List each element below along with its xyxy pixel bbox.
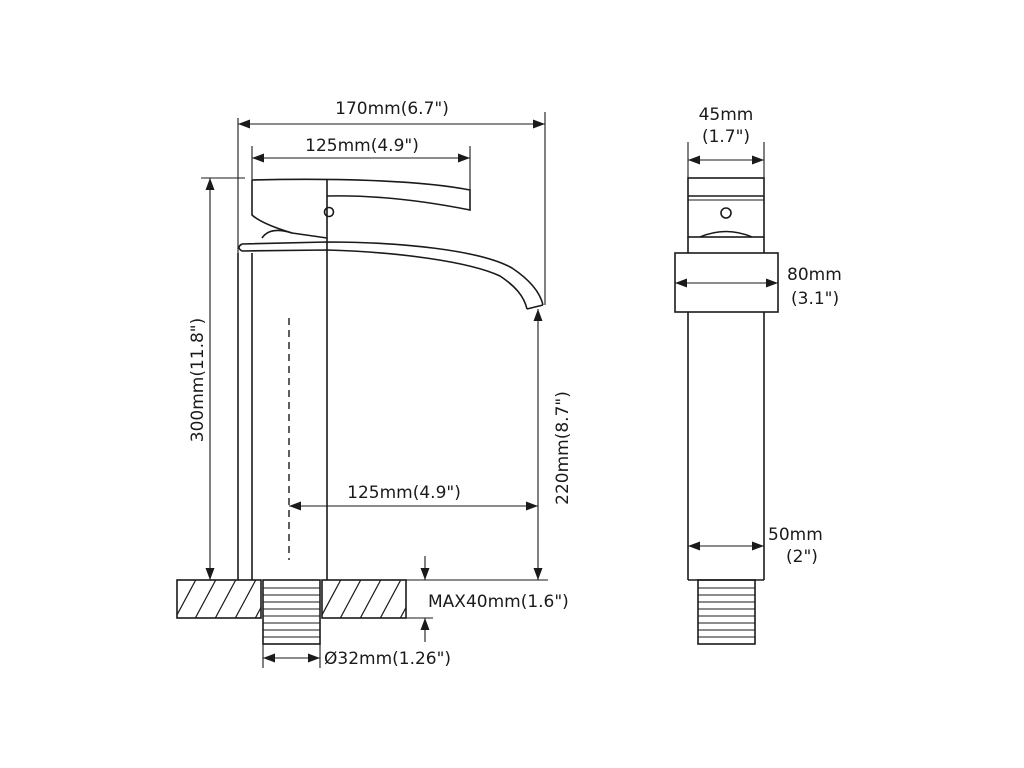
faucet-body [201, 118, 328, 580]
waterfall-spout [238, 241, 544, 310]
label-side-base-in: (2") [786, 547, 818, 567]
side-threaded-base [697, 579, 756, 645]
side-view: 45mm (1.7") 80mm (3.1") 50mm (2") [674, 105, 842, 645]
side-neck [687, 230, 765, 253]
label-handle-width: 125mm(4.9") [305, 136, 419, 156]
dim-handle-width: 125mm(4.9") [251, 136, 471, 190]
dim-spout-height: 220mm(8.7") [406, 309, 573, 581]
dim-side-base-width: 50mm (2") [688, 525, 823, 567]
label-side-top-in: (1.7") [702, 127, 750, 147]
dim-overall-width: 170mm(6.7") [238, 99, 546, 305]
dim-total-height: 300mm(11.8") [188, 178, 215, 580]
lever-handle [251, 178, 471, 239]
front-view: 170mm(6.7") 125mm(4.9") 300mm(11.8") 220… [176, 99, 573, 669]
label-overall-width: 170mm(6.7") [335, 99, 449, 119]
label-hole-diameter: Ø32mm(1.26") [324, 649, 451, 669]
threaded-shank [262, 579, 321, 645]
label-spout-height: 220mm(8.7") [553, 391, 573, 505]
label-side-body-mm: 80mm [787, 265, 842, 285]
label-side-base-mm: 50mm [768, 525, 823, 545]
dim-deck-thickness: MAX40mm(1.6") [406, 556, 569, 642]
dim-side-top-width: 45mm (1.7") [687, 105, 765, 178]
label-deck-thickness: MAX40mm(1.6") [428, 592, 569, 612]
dim-side-body-width: 80mm (3.1") [675, 265, 842, 309]
countertop-deck [176, 579, 407, 619]
label-total-height: 300mm(11.8") [188, 318, 208, 443]
label-side-body-in: (3.1") [791, 289, 839, 309]
dim-hole-diameter: Ø32mm(1.26") [262, 644, 451, 669]
label-side-top-mm: 45mm [699, 105, 754, 125]
dim-spout-reach: 125mm(4.9") [289, 483, 538, 511]
side-body [674, 252, 779, 581]
label-spout-reach: 125mm(4.9") [347, 483, 461, 503]
side-top-cap [687, 177, 765, 238]
